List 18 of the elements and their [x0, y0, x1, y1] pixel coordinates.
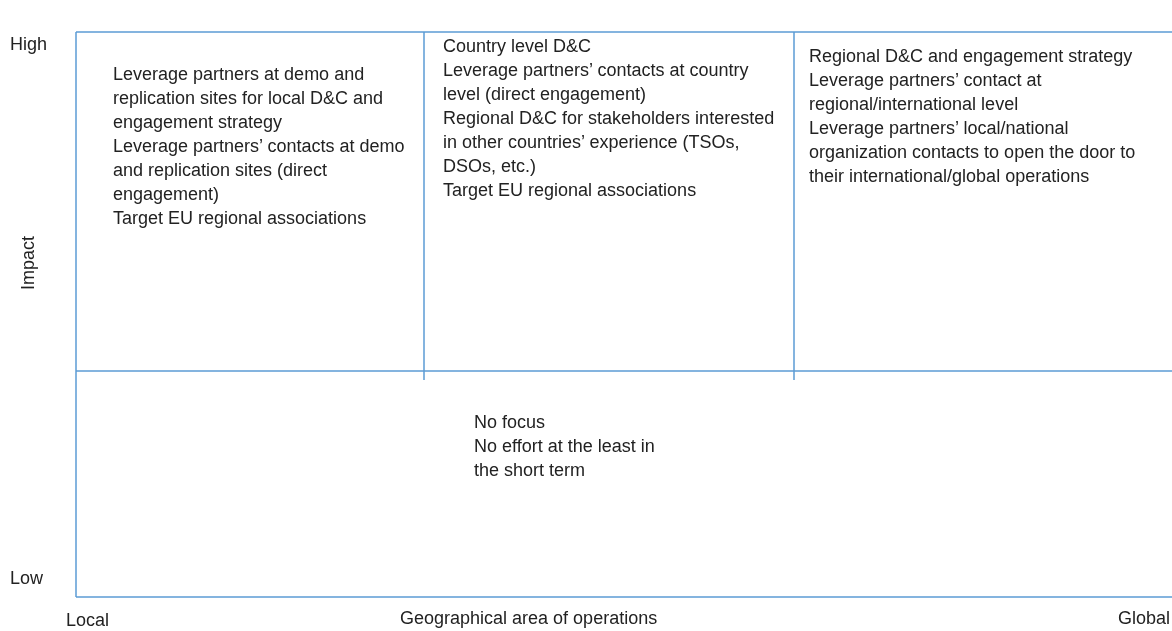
- cell-text: Leverage partners’ contact at regional/international level: [809, 69, 1043, 116]
- cell-text: No focus: [474, 411, 547, 434]
- cell-text: Leverage partners at demo and replication sites for local D&C and engagement strategy: [113, 63, 385, 134]
- cell-text: No effort at the least in the short term: [474, 435, 656, 482]
- cell-text: Country level D&C: [443, 35, 593, 58]
- axis-label: Global: [1118, 608, 1171, 629]
- axis-title: Impact: [18, 235, 39, 290]
- axis-label: Low: [10, 568, 44, 589]
- cell-text: Leverage partners’ contacts at country level (direct engagement): [443, 59, 750, 106]
- cell-text: Regional D&C and engagement strategy: [809, 45, 1134, 68]
- axis-label: Local: [66, 610, 110, 631]
- axis-label: High: [10, 34, 48, 55]
- cell-text: Leverage partners’ local/national organization contacts to open the door to their international/global operations: [809, 117, 1137, 188]
- cell-text: Leverage partners’ contacts at demo and replication sites (direct engagement): [113, 135, 406, 206]
- axis-title: Geographical area of operations: [400, 608, 658, 629]
- cell-text: Regional D&C for stakeholders interested in other countries’ experience (TSOs, DSOs, etc.): [443, 107, 776, 178]
- cell-text: Target EU regional associations: [113, 207, 368, 230]
- cell-text: Target EU regional associations: [443, 179, 698, 202]
